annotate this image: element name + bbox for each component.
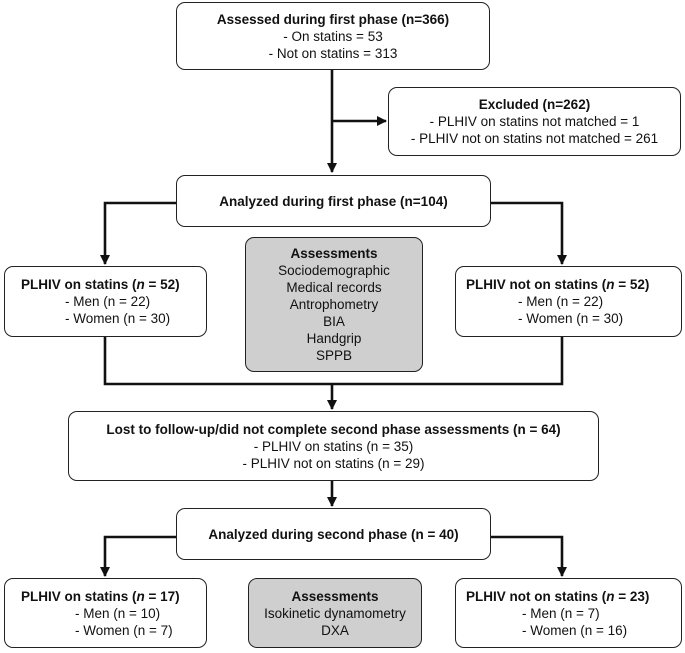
assessments-first-item: BIA xyxy=(323,314,345,329)
assessments-second-item: Isokinetic dynamometry xyxy=(264,605,406,621)
lost-title: Lost to follow-up/did not complete secon… xyxy=(106,421,561,437)
first-on-statins-title: PLHIV on statins (n = 52) xyxy=(21,277,180,292)
assessed-item: - Not on statins = 313 xyxy=(268,45,398,61)
first-on-statins-item: - Men (n = 22) xyxy=(65,294,151,309)
arrow-merge-left xyxy=(103,336,332,386)
first-on-statins-item: - Women (n = 30) xyxy=(65,311,171,326)
second-not-on-statins-item: - Men (n = 7) xyxy=(522,605,600,621)
lost-item: - PLHIV not on statins (n = 29) xyxy=(242,455,425,471)
assessments-first-box: Assessments Sociodemographic Medical rec… xyxy=(245,237,423,372)
assessments-first-item: Sociodemographic xyxy=(278,263,390,278)
assessments-first-item: SPPB xyxy=(315,348,353,363)
first-not-on-statins-item: - Women (n = 30) xyxy=(518,311,624,326)
assessed-item: - On statins = 53 xyxy=(283,28,383,44)
analyzed-second-phase-box: Analyzed during second phase (n = 40) xyxy=(176,508,491,560)
first-not-on-statins-box: PLHIV not on statins (n = 52) - Men (n =… xyxy=(455,266,682,337)
arrow-to-second-on-statins xyxy=(100,535,176,577)
arrow-to-second-not-on-statins xyxy=(491,535,567,577)
second-not-on-statins-item: - Women (n = 16) xyxy=(522,622,628,638)
assessments-first-title: Assessments xyxy=(290,246,378,261)
lost-item: - PLHIV on statins (n = 35) xyxy=(253,438,414,454)
first-on-statins-box: PLHIV on statins (n = 52) - Men (n = 22)… xyxy=(4,266,207,337)
second-on-statins-box: PLHIV on statins (n = 17) - Men (n = 10)… xyxy=(4,578,207,648)
analyzed-first-phase-box: Analyzed during first phase (n=104) xyxy=(176,175,491,227)
second-on-statins-title: PLHIV on statins (n = 17) xyxy=(21,588,180,604)
excluded-item: - PLHIV not on statins not matched = 261 xyxy=(410,131,659,146)
assessments-first-item: Handgrip xyxy=(306,331,362,346)
assessed-first-phase-box: Assessed during first phase (n=366) - On… xyxy=(176,2,490,70)
arrow-merge-right xyxy=(332,336,564,386)
assessments-second-box: Assessments Isokinetic dynamometry DXA xyxy=(248,578,422,648)
excluded-title: Excluded (n=262) xyxy=(478,97,591,112)
assessments-second-item: DXA xyxy=(321,622,349,638)
second-not-on-statins-title: PLHIV not on statins (n = 23) xyxy=(466,588,650,604)
second-on-statins-item: - Women (n = 7) xyxy=(75,622,173,638)
arrow-to-first-not-on-statins xyxy=(491,201,567,265)
second-on-statins-item: - Men (n = 10) xyxy=(75,605,161,621)
assessed-title: Assessed during first phase (n=366) xyxy=(216,11,450,27)
arrow-to-first-on-statins xyxy=(100,201,176,265)
first-not-on-statins-item: - Men (n = 22) xyxy=(518,294,604,309)
second-not-on-statins-box: PLHIV not on statins (n = 23) - Men (n =… xyxy=(455,578,682,648)
first-not-on-statins-title: PLHIV not on statins (n = 52) xyxy=(466,277,650,292)
assessments-first-item: Antrophometry xyxy=(289,297,379,312)
assessments-second-title: Assessments xyxy=(291,588,379,604)
assessments-first-item: Medical records xyxy=(286,280,382,295)
lost-to-follow-up-box: Lost to follow-up/did not complete secon… xyxy=(68,411,599,481)
analyzed-second-title: Analyzed during second phase (n = 40) xyxy=(208,526,459,542)
excluded-item: - PLHIV on statins not matched = 1 xyxy=(429,114,640,129)
excluded-box: Excluded (n=262) - PLHIV on statins not … xyxy=(388,87,681,156)
analyzed-first-title: Analyzed during first phase (n=104) xyxy=(219,193,448,209)
